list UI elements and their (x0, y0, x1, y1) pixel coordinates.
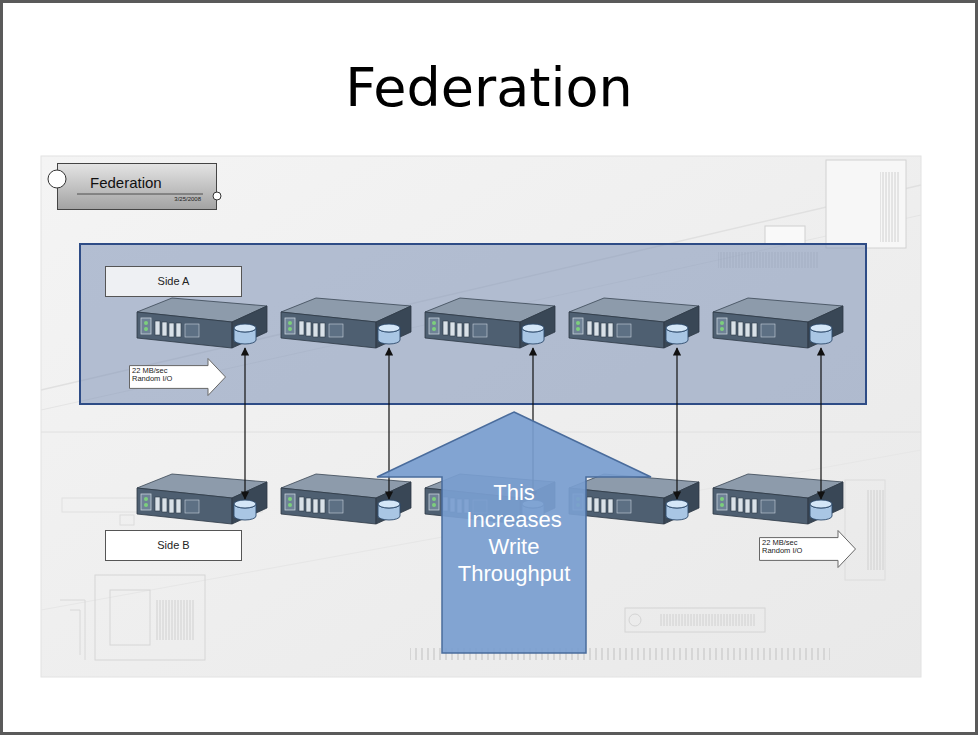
node-text: 22 MB/sec Random I/O (759, 530, 822, 555)
server-icon (425, 298, 555, 348)
slide-title: Federation (0, 58, 978, 118)
replication-arrow (676, 348, 677, 499)
arrow-outline (760, 531, 856, 568)
throughput-arrow: 22 MB/sec Random I/O (759, 530, 856, 568)
label-box-fill (58, 164, 217, 210)
arrow-outline (377, 412, 651, 653)
background-picture (41, 156, 921, 677)
side-label-box: Side B (105, 530, 242, 561)
replication-arrow (820, 348, 821, 499)
server-icon (137, 474, 267, 524)
server-icon (281, 474, 411, 524)
label-box-fill (106, 531, 242, 561)
throughput-arrow: 22 MB/sec Random I/O (129, 358, 226, 396)
connector-ring (48, 170, 66, 188)
server-icon (569, 298, 699, 348)
server-icon (713, 298, 843, 348)
arrow-outline (130, 359, 226, 396)
title-label-box: Federation 3/25/2008 (57, 163, 217, 210)
server-row-a (137, 298, 843, 348)
server-icon (569, 474, 699, 524)
node-text: Federation (90, 174, 201, 192)
callout-arrow-outline (376, 411, 652, 654)
node-text: This Increases Write Throughput (444, 411, 584, 587)
server-icon (281, 298, 411, 348)
node-text: Side B (157, 539, 189, 552)
node-text: 3/25/2008 (90, 196, 201, 203)
connector-ring (213, 192, 221, 200)
label-box-fill (106, 267, 242, 297)
side-a-band (80, 244, 866, 404)
underline (77, 194, 203, 195)
callout-arrow: This Increases Write Throughput (376, 411, 652, 654)
node-text: Side A (158, 275, 190, 288)
replication-arrow (244, 348, 245, 499)
server-icon (713, 474, 843, 524)
side-label-box: Side A (105, 266, 242, 297)
node-text: 22 MB/sec Random I/O (129, 358, 192, 383)
server-icon (137, 298, 267, 348)
